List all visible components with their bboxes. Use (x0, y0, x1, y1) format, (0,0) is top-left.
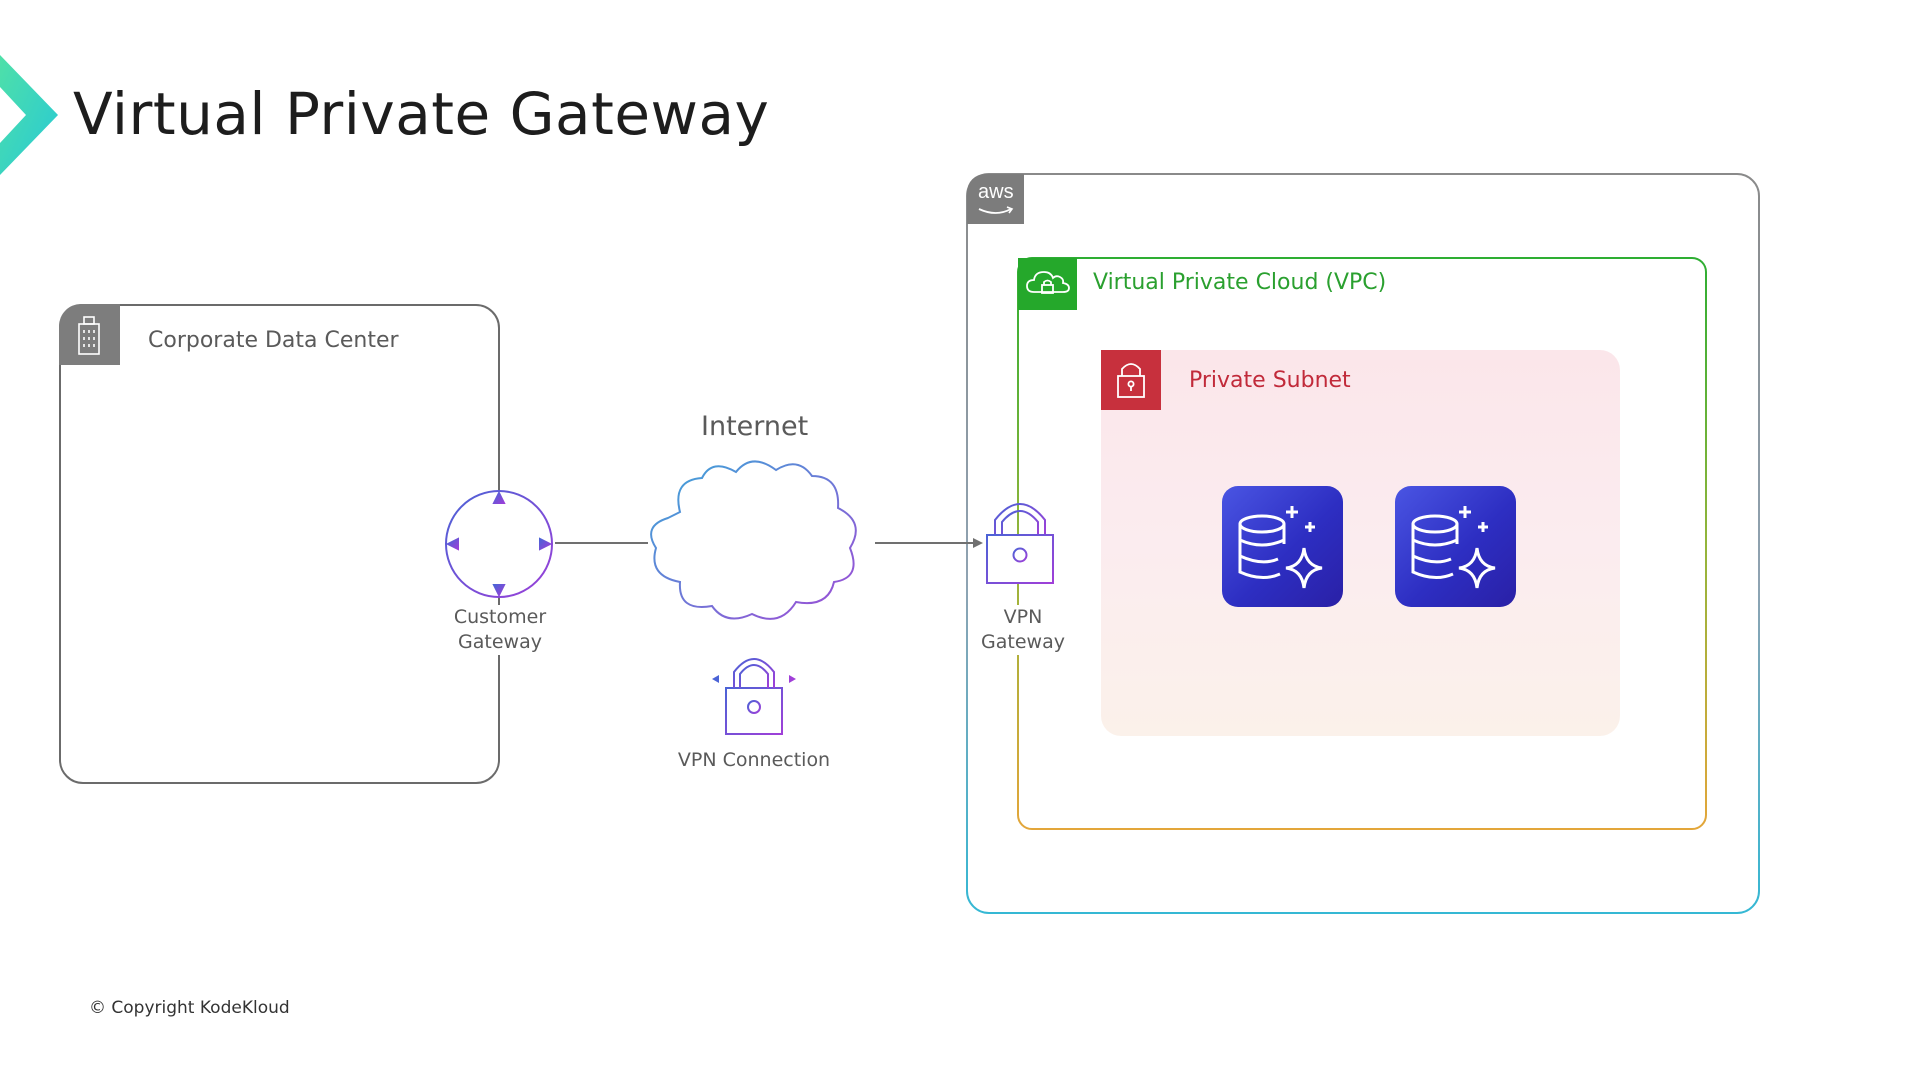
chevron-accent-icon (0, 55, 58, 175)
aws-logo-icon: aws (967, 174, 1024, 224)
cloud-icon (650, 460, 857, 620)
internet-label: Internet (701, 411, 809, 442)
aws-tag-text: aws (978, 181, 1014, 203)
private-subnet-label: Private Subnet (1189, 368, 1351, 393)
vpn-gateway-lock-icon (986, 503, 1054, 584)
corporate-data-center-label: Corporate Data Center (148, 328, 399, 353)
database-icon (1395, 486, 1516, 607)
vpn-connection-label: VPN Connection (677, 749, 831, 771)
database-icon (1222, 486, 1343, 607)
building-icon (59, 304, 120, 365)
customer-gateway-icon (445, 490, 553, 598)
vpc-label: Virtual Private Cloud (VPC) (1093, 270, 1387, 295)
vpn-gateway-label: VPN Gateway (968, 605, 1078, 655)
vpc-cloud-lock-icon (1018, 258, 1077, 310)
private-subnet-group (1101, 350, 1620, 736)
vpn-connection-icon (712, 658, 796, 735)
customer-gateway-label: Customer Gateway (440, 605, 560, 655)
page-title: Virtual Private Gateway (73, 80, 770, 148)
copyright-notice: © Copyright KodeKloud (89, 998, 290, 1018)
padlock-icon (1101, 350, 1161, 410)
